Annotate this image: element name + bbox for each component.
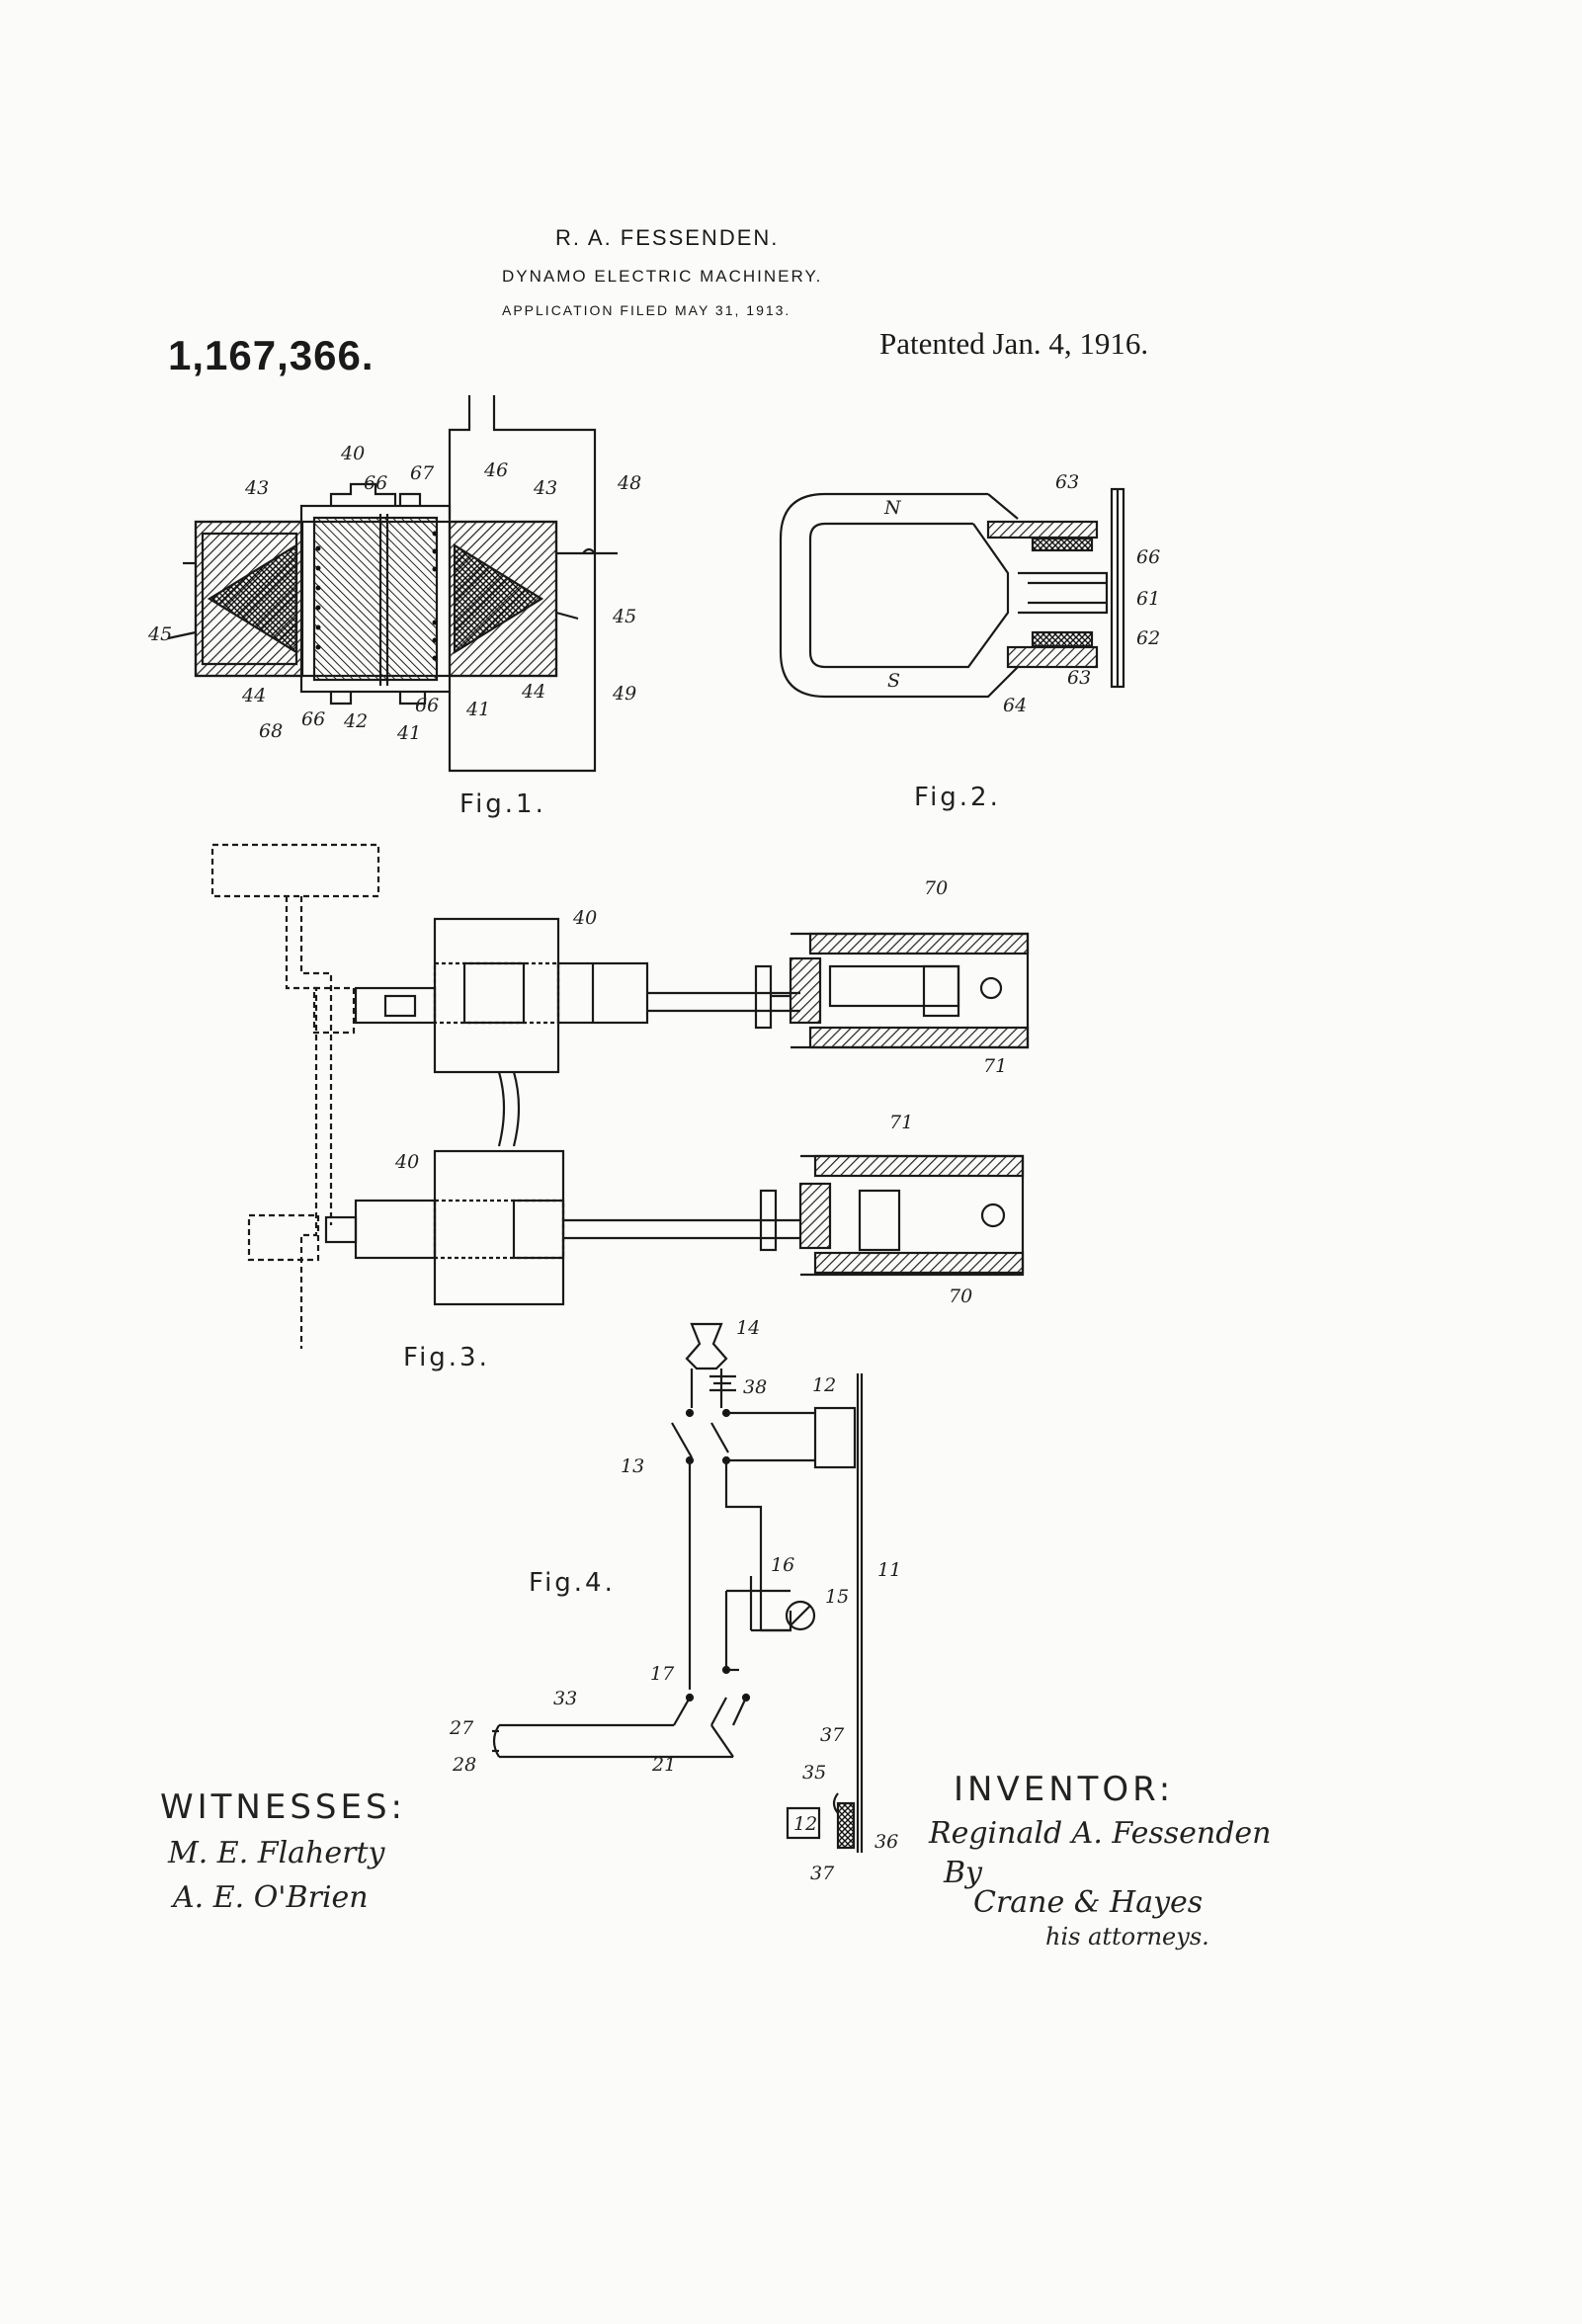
fig1-label: 66 — [301, 708, 325, 730]
fig2-drawing — [779, 487, 1125, 699]
fig3-label: 40 — [572, 907, 597, 929]
fig1-label: 40 — [340, 443, 365, 464]
fig3-label: 71 — [983, 1055, 1007, 1077]
fig4-label: 15 — [825, 1586, 849, 1608]
fig1-label: 66 — [364, 472, 387, 494]
fig1-label: 42 — [343, 710, 368, 732]
fig1-label: 48 — [617, 472, 641, 494]
fig3-label: 71 — [889, 1112, 913, 1133]
fig4-label: 17 — [650, 1663, 675, 1685]
fig4-label: 33 — [553, 1688, 577, 1709]
fig3-label: 40 — [394, 1151, 419, 1173]
fig4-label: 11 — [877, 1559, 901, 1581]
fig1-label: 43 — [244, 477, 269, 499]
fig2-labels: N S 63 66 61 62 63 64 Fig.2. — [883, 471, 1160, 812]
fig4-drawing — [492, 1322, 864, 1853]
fig4-label: 21 — [651, 1754, 676, 1776]
fig1-label: 43 — [533, 477, 557, 499]
application-date: APPLICATION FILED MAY 31, 1913. — [502, 302, 791, 318]
fig3-drawing — [210, 843, 1030, 1349]
fig2-label: 63 — [1055, 471, 1079, 493]
witnesses-block: WITNESSES: M. E. Flaherty A. E. O'Brien — [160, 1787, 406, 1915]
fig2-label: 66 — [1136, 546, 1160, 568]
fig1-label: 46 — [483, 459, 508, 481]
fig4-label: 27 — [449, 1717, 474, 1739]
by-text: By — [943, 1856, 983, 1890]
fig4-label: 37 — [820, 1724, 845, 1746]
fig1-label: 67 — [410, 462, 435, 484]
inventor-signature: Reginald A. Fessenden — [928, 1816, 1272, 1851]
fig2-caption: Fig.2. — [914, 783, 1001, 812]
fig2-label: 63 — [1067, 667, 1091, 689]
fig1-caption: Fig.1. — [459, 789, 546, 819]
fig1-label: 41 — [465, 699, 490, 720]
witness-signature: M. E. Flaherty — [167, 1836, 386, 1870]
fig3-labels: 40 70 71 40 71 70 Fig.3. — [394, 877, 1007, 1372]
fig1-label: 66 — [415, 695, 439, 716]
witnesses-heading: WITNESSES: — [160, 1787, 406, 1827]
fig1-labels: 40 66 67 46 43 43 48 45 45 44 44 68 66 4… — [147, 443, 641, 819]
fig4-label: 12 — [812, 1374, 836, 1396]
patent-title: DYNAMO ELECTRIC MACHINERY. — [502, 267, 823, 286]
fig4-label: 38 — [743, 1376, 767, 1398]
fig4-label: 16 — [771, 1554, 794, 1576]
fig2-label: S — [887, 670, 900, 692]
fig2-label: N — [883, 497, 902, 519]
fig3-label: 70 — [924, 877, 948, 899]
fig1-label: 45 — [147, 623, 172, 645]
fig2-label: 64 — [1003, 695, 1027, 716]
fig2-label: 61 — [1136, 588, 1160, 610]
fig4-label: 37 — [810, 1863, 835, 1884]
fig4-label: 28 — [452, 1754, 476, 1776]
inventor-block: INVENTOR: Reginald A. Fessenden By Crane… — [928, 1770, 1272, 1950]
fig4-label: 14 — [736, 1317, 760, 1339]
fig4-label: 35 — [802, 1762, 826, 1784]
fig1-label: 49 — [612, 683, 636, 705]
fig1-label: 45 — [612, 606, 636, 627]
fig4-label: 13 — [621, 1455, 644, 1477]
fig4-label: 12 — [793, 1813, 817, 1835]
fig1-label: 41 — [396, 722, 421, 744]
attorney-signature: Crane & Hayes — [973, 1885, 1203, 1920]
fig1-label: 44 — [521, 681, 545, 703]
fig1-label: 44 — [241, 685, 266, 706]
fig2-label: 62 — [1136, 627, 1160, 649]
attorney-note: his attorneys. — [1045, 1923, 1209, 1950]
fig4-labels: 14 38 12 13 11 16 15 17 33 27 28 21 37 3… — [449, 1317, 901, 1884]
inventor-name: R. A. FESSENDEN. — [555, 225, 780, 250]
fig3-label: 70 — [949, 1286, 972, 1307]
fig4-label: 36 — [874, 1831, 898, 1853]
fig3-caption: Fig.3. — [403, 1343, 490, 1372]
patent-number: 1,167,366. — [168, 332, 375, 378]
fig1-label: 68 — [259, 720, 283, 742]
patented-date: Patented Jan. 4, 1916. — [879, 326, 1149, 361]
witness-signature: A. E. O'Brien — [170, 1880, 369, 1915]
fig1-drawing — [167, 395, 618, 773]
fig4-caption: Fig.4. — [529, 1568, 616, 1598]
inventor-heading: INVENTOR: — [954, 1770, 1174, 1809]
